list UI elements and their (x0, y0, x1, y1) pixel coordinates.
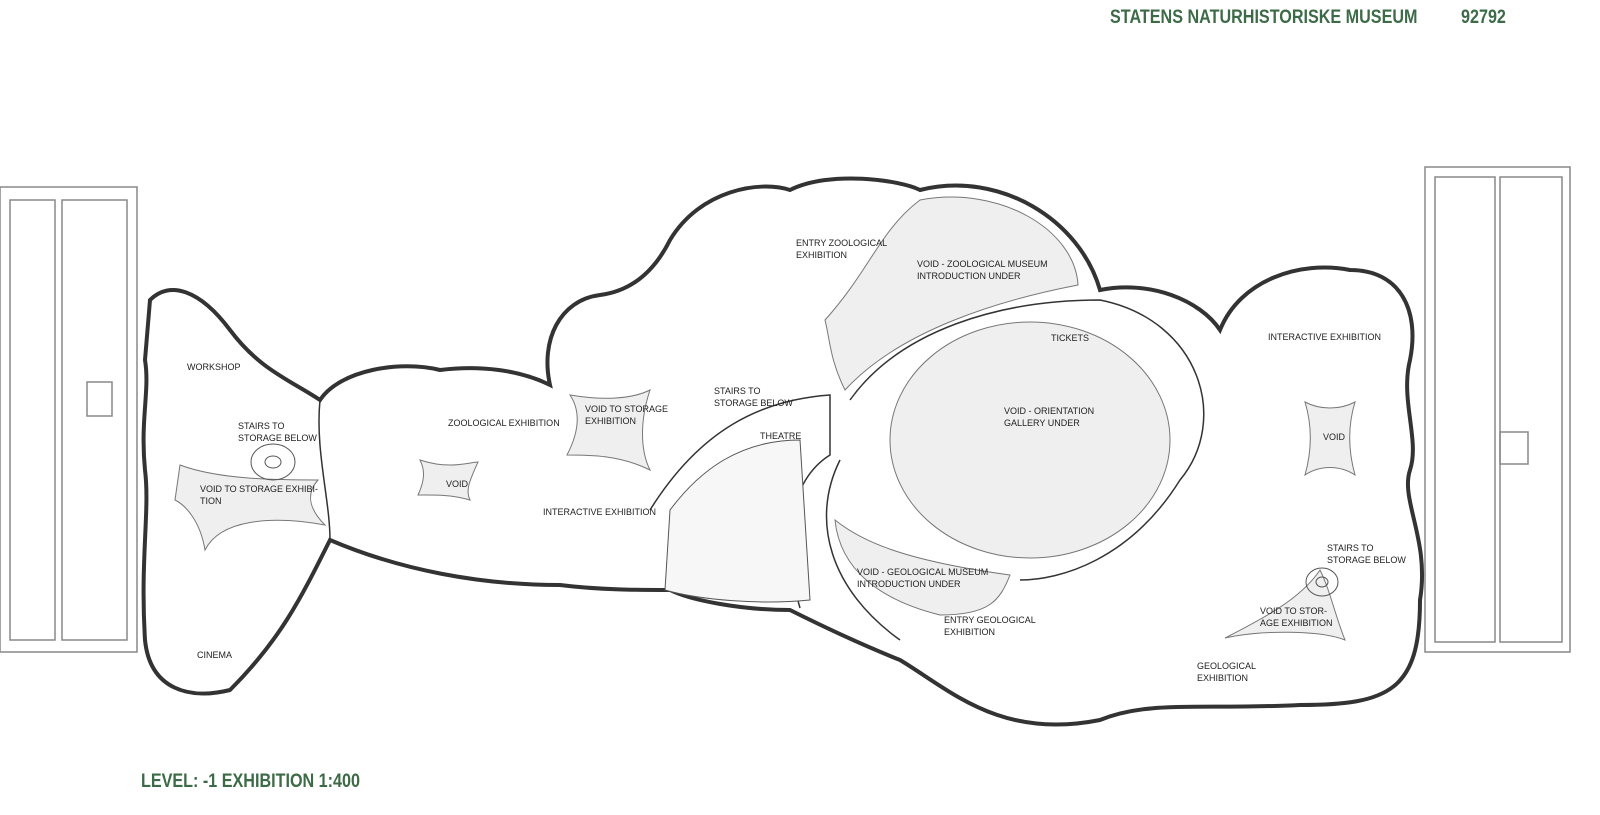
room-label: VOID (446, 479, 469, 489)
stairs-icon (250, 443, 296, 481)
stair-icons (250, 443, 1339, 597)
stairs-icon (1305, 567, 1339, 597)
stair-core-left (86, 381, 113, 417)
exterior-walls (141, 176, 1425, 727)
void-areas (174, 196, 1356, 641)
museum-title: STATENS NATURHISTORISKE MUSEUM (1110, 7, 1418, 28)
room-label: INTERACTIVE EXHIBITION (1268, 332, 1382, 342)
room-label: INTERACTIVE EXHIBITION (543, 507, 657, 517)
theatre-seating (664, 439, 811, 603)
existing-building-right (1424, 166, 1571, 653)
room-label: TICKETS (1051, 333, 1090, 343)
room-label: VOID TO STOR-AGE EXHIBITION (1260, 606, 1333, 628)
stair-core-right (1499, 431, 1529, 465)
room-label: THEATRE (760, 431, 802, 441)
room-label: ZOOLOGICAL EXHIBITION (448, 418, 560, 428)
room-label: WORKSHOP (187, 362, 241, 372)
existing-building-left (0, 186, 138, 653)
project-number: 92792 (1461, 7, 1506, 28)
room-label: VOID TO STORAGE EXHIBI-TION (200, 484, 319, 506)
room-label: CINEMA (197, 650, 233, 660)
level-label: LEVEL: -1 EXHIBITION 1:400 (141, 771, 360, 792)
room-label: VOID (1323, 432, 1346, 442)
